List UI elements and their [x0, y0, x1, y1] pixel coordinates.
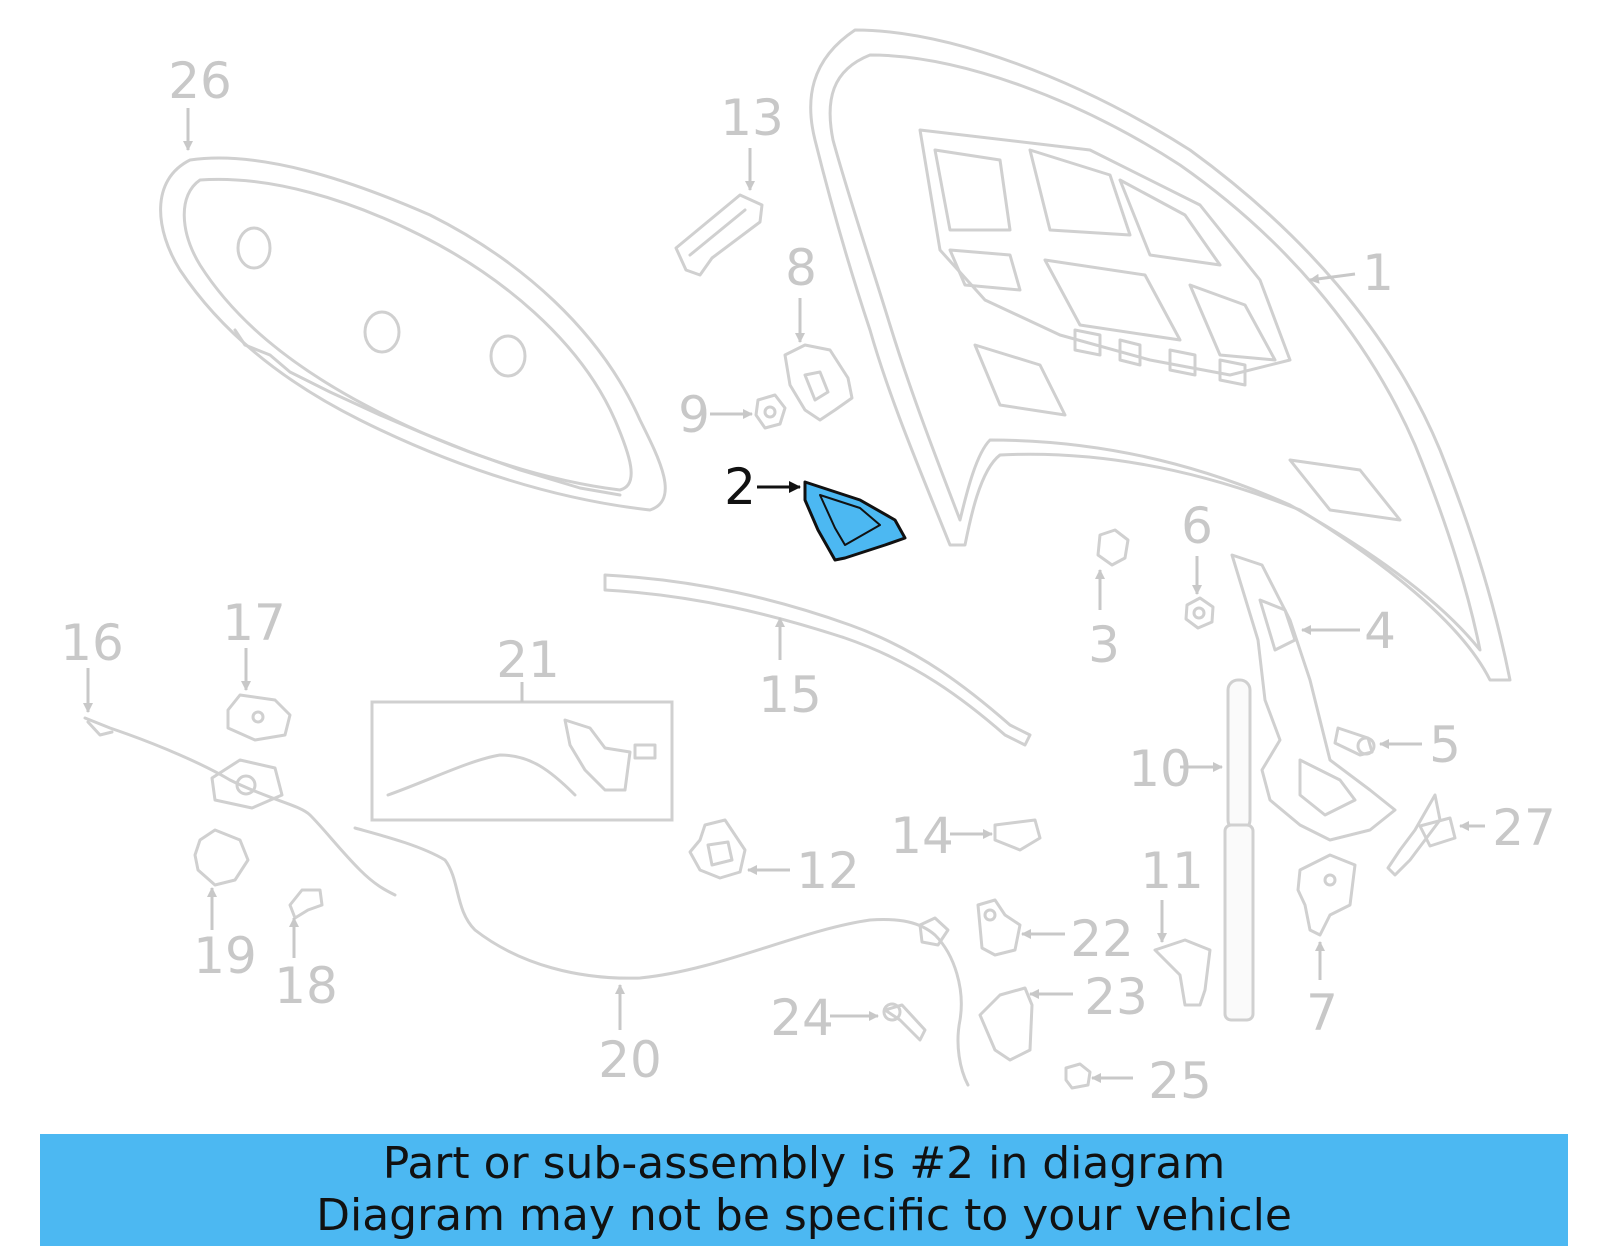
callout-18: 18 [274, 957, 338, 1015]
part-2-highlighted [803, 480, 907, 562]
info-banner: Part or sub-assembly is #2 in diagram Di… [40, 1134, 1568, 1246]
callout-12: 12 [796, 842, 860, 900]
leader-1 [1309, 272, 1356, 284]
banner-line-1: Part or sub-assembly is #2 in diagram [382, 1138, 1226, 1189]
callout-11: 11 [1140, 842, 1204, 900]
part-3 [1096, 528, 1130, 567]
part-17 [226, 693, 292, 742]
release-handle [210, 758, 284, 810]
callout-17: 17 [222, 594, 286, 652]
callout-20: 20 [598, 1031, 662, 1089]
part-10-gas-strut [1223, 678, 1255, 1022]
callout-10: 10 [1128, 740, 1192, 798]
part-8 [783, 343, 854, 422]
callout-2: 2 [724, 458, 756, 516]
part-13 [674, 193, 764, 277]
callout-27: 27 [1492, 799, 1556, 857]
part-14 [993, 818, 1042, 852]
callout-25: 25 [1148, 1052, 1212, 1110]
part-7 [1296, 853, 1357, 937]
callout-4: 4 [1364, 602, 1396, 660]
part-20-release-cable [353, 826, 970, 1087]
part-9 [754, 393, 787, 430]
callout-13: 13 [720, 89, 784, 147]
callout-8: 8 [785, 239, 817, 297]
callout-19: 19 [193, 927, 257, 985]
part-16-cable [83, 716, 397, 897]
part-25 [1064, 1062, 1092, 1090]
callout-5: 5 [1429, 716, 1461, 774]
part-27-sensor [1386, 793, 1457, 877]
part-26-hood-insulator [159, 156, 667, 512]
part-15 [603, 573, 1032, 747]
part-12 [688, 818, 747, 880]
callout-1: 1 [1362, 244, 1394, 302]
part-21-detail-box [370, 700, 674, 822]
callout-3: 3 [1088, 616, 1120, 674]
callout-22: 22 [1070, 910, 1134, 968]
callout-21: 21 [496, 631, 560, 689]
callout-24: 24 [770, 989, 834, 1047]
callout-26: 26 [168, 52, 232, 110]
part-22 [976, 898, 1022, 957]
callout-23: 23 [1084, 968, 1148, 1026]
callout-14: 14 [890, 807, 954, 865]
part-6 [1184, 596, 1215, 630]
banner-line-2: Diagram may not be specific to your vehi… [316, 1190, 1292, 1241]
callout-7: 7 [1306, 984, 1338, 1042]
part-23 [978, 986, 1034, 1062]
part-1-hood-panel [809, 28, 1512, 682]
part-18 [288, 888, 324, 920]
part-4-hinge [1230, 553, 1397, 842]
part-24-bolt [882, 1002, 927, 1042]
callout-15: 15 [758, 666, 822, 724]
callout-16: 16 [60, 614, 124, 672]
callout-9: 9 [678, 386, 710, 444]
part-5-bolt [1333, 726, 1376, 757]
part-19 [193, 828, 250, 887]
callout-6: 6 [1181, 497, 1213, 555]
part-11 [1153, 938, 1212, 1007]
